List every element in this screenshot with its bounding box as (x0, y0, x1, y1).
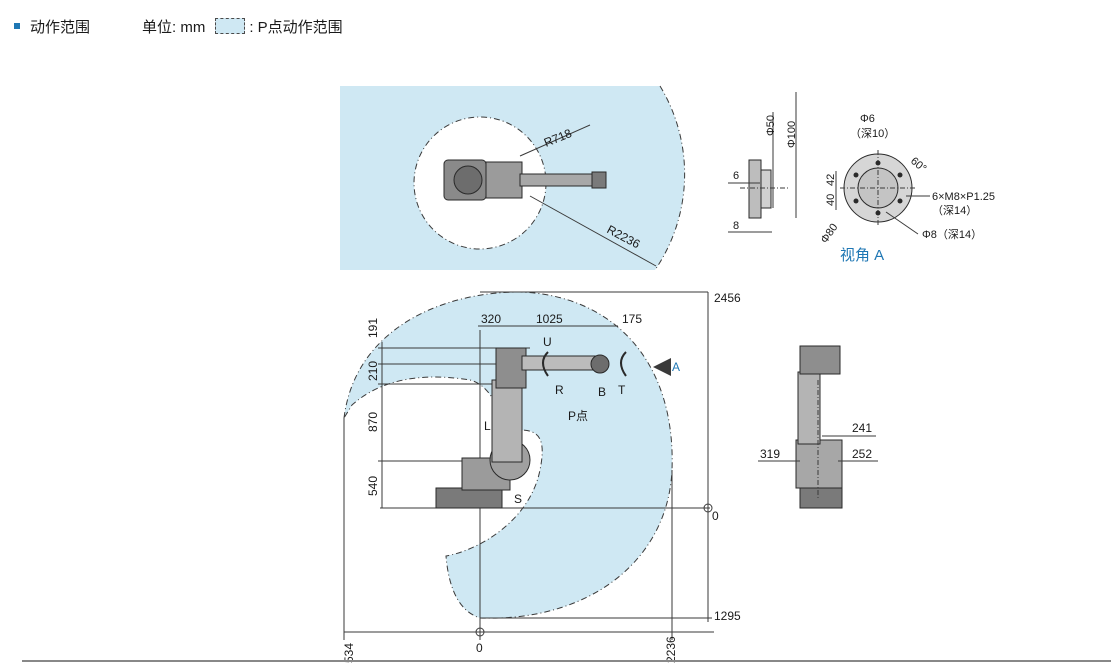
phi8-label: Φ8（深14） (922, 228, 982, 241)
range-legend-text: : P点动作范围 (249, 18, 343, 36)
dim-540-label: 540 (366, 476, 380, 496)
phi50-label: Φ50 (765, 115, 777, 136)
angle-60-label: 60° (908, 155, 928, 175)
dim-210-label: 210 (366, 361, 380, 381)
dim-40-label: 40 (825, 194, 837, 206)
view-a-caption: 视角 A (840, 247, 884, 264)
page-header: 动作范围 单位: mm : P点动作范围 (14, 14, 343, 38)
u-rotation-arrow-icon (542, 351, 549, 377)
dim-1025-label: 1025 (536, 312, 563, 326)
dim-6-label: 6 (733, 170, 739, 182)
dim-42-label: 42 (825, 174, 837, 186)
side-view-robot (435, 347, 610, 509)
dim-175-label: 175 (622, 312, 642, 326)
rear-view: 241 319 252 (758, 345, 878, 509)
rear-dim-319-label: 319 (760, 447, 780, 461)
dim-8-label: 8 (733, 220, 739, 232)
phi100-label: Φ100 (786, 121, 798, 148)
top-view-robot (443, 159, 607, 201)
bullet-square-icon (14, 23, 20, 29)
unit-label: 单位: mm (142, 18, 206, 36)
x-2236-label: 2236 (664, 636, 678, 663)
phi6-label: Φ6 (860, 113, 875, 125)
x-0-label: 0 (476, 641, 483, 655)
dim-870-label: 870 (366, 412, 380, 432)
axis-b-label: B (598, 385, 606, 399)
phi6-depth-label: （深10） (850, 127, 895, 140)
rear-dim-252-label: 252 (852, 447, 872, 461)
axis-r-label: R (555, 383, 564, 397)
dim-320-label: 320 (481, 312, 501, 326)
axis-t-label: T (618, 383, 626, 397)
thread-depth-label: （深14） (932, 204, 977, 217)
top-view-outer-boundary (654, 85, 686, 271)
top-view: R718 R2236 (340, 85, 686, 271)
view-a-label: A (672, 360, 680, 374)
height-2456-label: 2456 (714, 291, 741, 305)
axis-s-label: S (514, 492, 522, 506)
t-rotation-arrow-icon (620, 351, 627, 377)
height-0-label: 0 (712, 509, 719, 523)
dim-191-label: 191 (366, 318, 380, 338)
phi80-label: Φ80 (819, 222, 841, 246)
side-view-range-area (343, 291, 673, 619)
p-point-label: P点 (568, 409, 588, 423)
rear-dim-241-label: 241 (852, 421, 872, 435)
height-1295-label: 1295 (714, 609, 741, 623)
range-legend-swatch (215, 18, 246, 34)
section-title: 动作范围 (30, 18, 91, 36)
side-view: 191 210 870 540 320 1025 175 2456 0 1295… (342, 291, 741, 663)
axis-l-label: L (484, 419, 491, 433)
x-534-label: 534 (342, 643, 356, 663)
thread-label: 6×M8×P1.25 (932, 191, 995, 203)
flange-view: Φ50 Φ100 6 8 42 40 Φ80 Φ6 （深10） 60° 6×M8… (728, 92, 995, 264)
axis-u-label: U (543, 335, 552, 349)
